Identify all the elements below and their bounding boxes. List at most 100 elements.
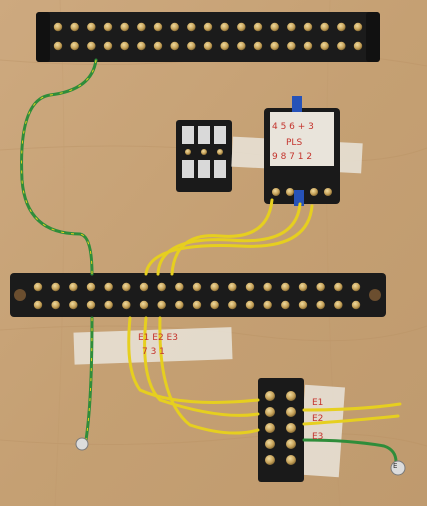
tape-left-label: E1 E2 E3	[138, 333, 178, 343]
terminal-screw	[53, 22, 63, 32]
fuse-holder	[176, 120, 232, 192]
terminal-screw	[286, 439, 296, 449]
terminal-screw	[265, 423, 275, 433]
tape-left	[73, 327, 233, 365]
terminal-screw	[351, 300, 361, 310]
terminal-screw	[137, 22, 146, 32]
terminal-screw	[122, 282, 131, 292]
terminal-screw	[175, 282, 184, 292]
terminal-screw	[170, 22, 179, 32]
top-terminal-strip	[36, 12, 380, 62]
yellow-wires	[127, 198, 402, 435]
terminal-screw	[170, 41, 179, 51]
tape-left-numbers: 7 3 1	[142, 347, 165, 357]
terminal-screw	[286, 423, 296, 433]
terminal-screw	[265, 407, 275, 417]
terminal-screw	[69, 282, 78, 292]
terminal-screw	[320, 41, 329, 51]
terminal-screw	[281, 282, 290, 292]
terminal-screw	[192, 282, 202, 292]
terminal-screw	[153, 22, 163, 32]
terminal-screw	[157, 282, 166, 292]
small-block-screws	[265, 391, 296, 465]
e3-label: E3	[312, 432, 324, 442]
green-yellow-stripes	[21, 59, 97, 441]
middle-terminal-strip	[10, 273, 386, 317]
terminal-screw	[220, 22, 229, 32]
terminal-screw	[353, 41, 363, 51]
terminal-screw	[270, 41, 279, 51]
terminal-screw	[210, 282, 219, 292]
terminal-screw	[237, 22, 246, 32]
terminal-screw	[70, 41, 79, 51]
e2-label: E2	[312, 414, 324, 424]
terminal-screw	[287, 22, 296, 32]
terminal-screw	[245, 282, 255, 292]
terminal-screw	[137, 41, 146, 51]
terminal-screw	[120, 22, 129, 32]
terminal-screw	[245, 300, 255, 310]
e1-label: E1	[312, 398, 324, 408]
terminal-screw	[253, 22, 263, 32]
terminal-screw	[139, 300, 149, 310]
terminal-screw	[320, 22, 329, 32]
terminal-screw	[303, 41, 313, 51]
ring-terminal-label: E	[393, 462, 398, 470]
terminal-screw	[120, 41, 129, 51]
terminal-screw	[237, 41, 246, 51]
terminal-screw	[33, 300, 43, 310]
terminal-screw	[353, 22, 363, 32]
small-terminal-block	[258, 378, 304, 482]
terminal-screw	[157, 300, 166, 310]
terminal-screw	[316, 282, 325, 292]
terminal-screw	[286, 455, 296, 465]
terminal-screw	[265, 455, 275, 465]
terminal-screw	[298, 300, 308, 310]
terminal-screw	[203, 41, 213, 51]
terminal-screw	[192, 300, 202, 310]
terminal-screw	[287, 41, 296, 51]
terminal-screw	[86, 282, 96, 292]
terminal-screw	[228, 282, 237, 292]
relay-top-label: 4 5 6 + 3	[272, 122, 314, 132]
terminal-screw	[210, 300, 219, 310]
terminal-screw	[270, 22, 279, 32]
terminal-screw	[122, 300, 131, 310]
terminal-screw	[316, 300, 325, 310]
terminal-screw	[175, 300, 184, 310]
terminal-screw	[263, 282, 272, 292]
relay-tag-label: PLS	[286, 138, 303, 148]
terminal-screw	[70, 22, 79, 32]
terminal-screw	[265, 439, 275, 449]
terminal-screw	[104, 282, 113, 292]
middle-strip-screws	[33, 282, 361, 310]
terminal-screw	[139, 282, 149, 292]
terminal-screw	[51, 300, 60, 310]
terminal-screw	[351, 282, 361, 292]
terminal-screw	[69, 300, 78, 310]
terminal-screw	[286, 391, 296, 401]
relay-bottom-label: 9 8 7 1 2	[272, 152, 313, 162]
terminal-screw	[87, 41, 96, 51]
terminal-screw	[187, 41, 196, 51]
terminal-screw	[104, 300, 113, 310]
terminal-screw	[337, 22, 346, 32]
terminal-screw	[337, 41, 346, 51]
top-strip-screws	[53, 22, 363, 51]
terminal-screw	[281, 300, 290, 310]
terminal-screw	[153, 41, 163, 51]
terminal-screw	[263, 300, 272, 310]
terminal-screw	[187, 22, 196, 32]
terminal-screw	[86, 300, 96, 310]
terminal-screw	[220, 41, 229, 51]
ring-terminal-right	[390, 460, 406, 476]
terminal-screw	[334, 300, 343, 310]
terminal-screw	[203, 22, 213, 32]
terminal-screw	[298, 282, 308, 292]
terminal-screw	[53, 41, 63, 51]
terminal-screw	[228, 300, 237, 310]
terminal-screw	[87, 22, 96, 32]
terminal-screw	[334, 282, 343, 292]
